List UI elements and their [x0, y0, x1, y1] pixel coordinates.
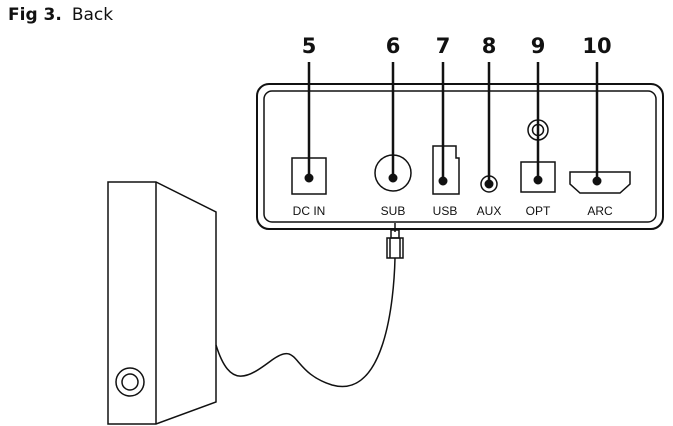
port-number-8: 8 [481, 34, 497, 58]
port-label-sub: SUB [380, 204, 406, 218]
opt-port [520, 119, 556, 193]
back-panel-inner [263, 90, 657, 223]
port-label-arc: ARC [587, 204, 613, 218]
port-label-aux: AUX [476, 204, 502, 218]
back-panel-outer [256, 83, 664, 230]
port-label-dc-in: DC IN [292, 204, 326, 218]
port-number-10: 10 [582, 34, 612, 58]
sub-cable [215, 257, 396, 388]
port-number-7: 7 [435, 34, 451, 58]
sub-port [374, 154, 412, 192]
arc-hdmi-port [569, 171, 631, 194]
figure-number: Fig 3. [8, 5, 62, 25]
subwoofer [107, 181, 217, 425]
port-number-9: 9 [530, 34, 546, 58]
port-label-usb: USB [432, 204, 458, 218]
dc-in-port [291, 157, 327, 195]
leader-lines [307, 62, 599, 184]
port-number-5: 5 [301, 34, 317, 58]
figure-title: Back [71, 5, 114, 25]
figure-caption: Fig 3. Back [8, 5, 113, 25]
aux-port [480, 175, 498, 193]
port-number-6: 6 [385, 34, 401, 58]
usb-port [432, 145, 460, 195]
port-label-opt: OPT [525, 204, 551, 218]
